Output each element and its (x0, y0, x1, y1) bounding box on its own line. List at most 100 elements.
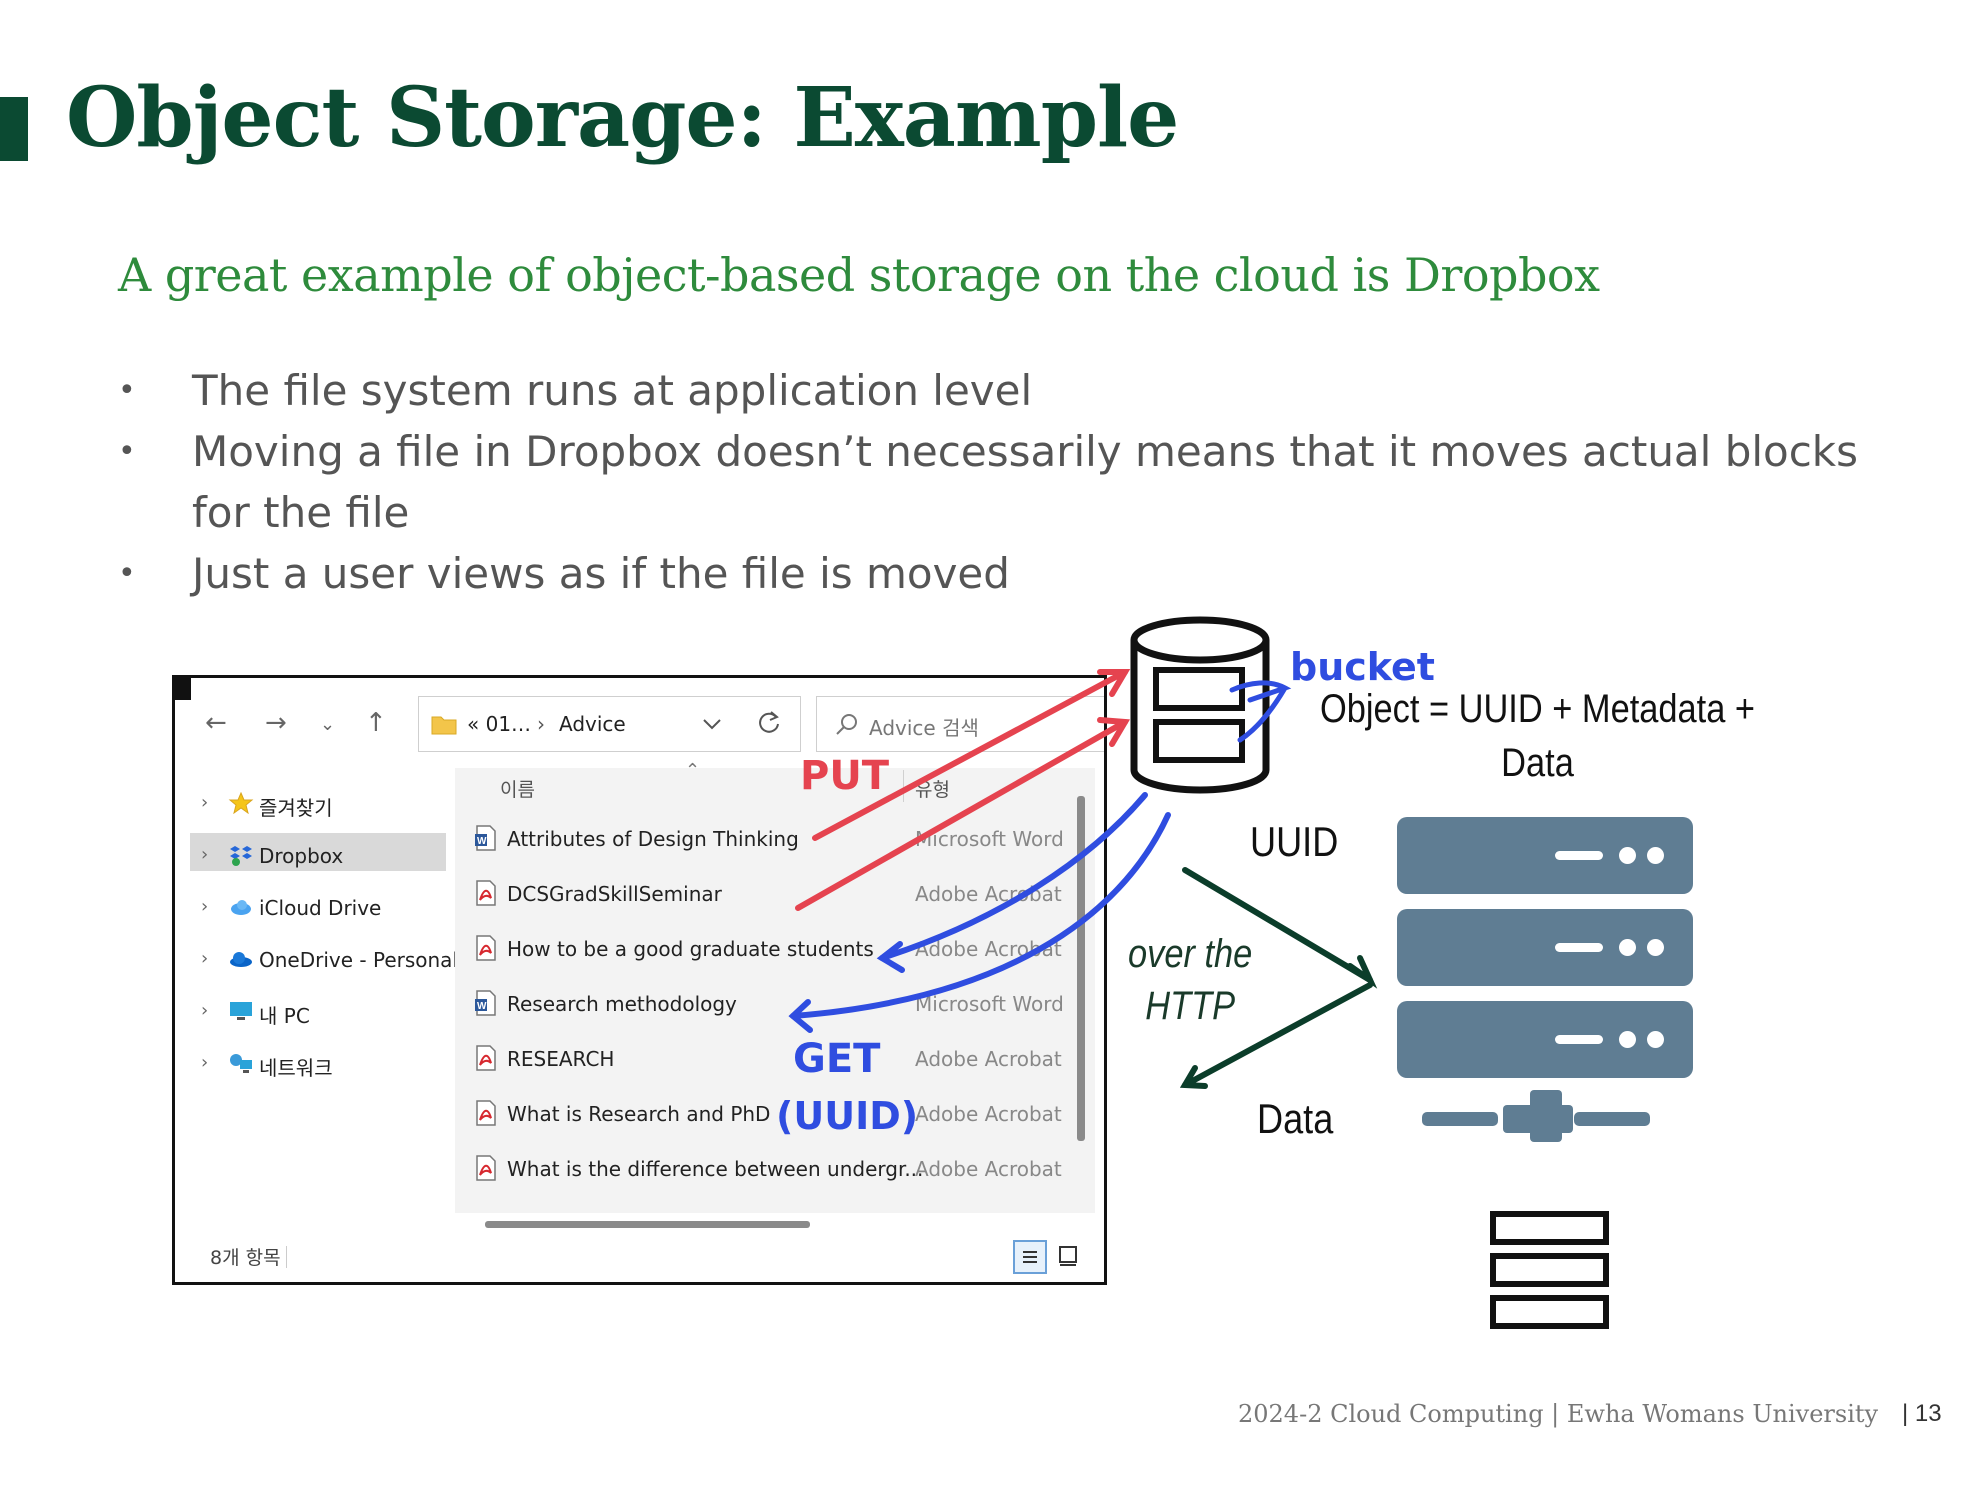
file-type: Microsoft Word (915, 992, 1064, 1016)
object-definition-line2: Data (1501, 741, 1574, 785)
footer-course: 2024-2 Cloud Computing | Ewha Womans Uni… (1238, 1400, 1879, 1428)
bullet-text: Just a user views as if the file is move… (192, 549, 1010, 598)
item-count-status: 8개 항목 (210, 1247, 281, 1269)
icloud-icon (231, 900, 251, 915)
bullet-text: The file system runs at application leve… (192, 366, 1033, 415)
file-row[interactable]: DCSGradSkillSeminar (475, 878, 955, 918)
word-icon: W (475, 990, 496, 1016)
title-accent-bar (0, 97, 28, 161)
path-prefix[interactable]: « 01… (467, 712, 532, 736)
sidebar-selection-highlight (190, 833, 446, 871)
file-type: Microsoft Word (915, 827, 1064, 851)
column-header-type[interactable]: 유형 (915, 779, 950, 801)
get-arrows (788, 792, 1171, 1033)
back-arrow-icon[interactable]: ← (205, 708, 227, 738)
sidebar-item-network[interactable]: › 네트워크 (195, 1046, 495, 1084)
sidebar-item-label: iCloud Drive (259, 896, 382, 920)
sidebar-item-icloud-drive[interactable]: › iCloud Drive (195, 890, 495, 928)
up-arrow-icon[interactable]: ↑ (365, 708, 387, 738)
network-icon (230, 1054, 252, 1073)
file-name: What is Research and PhD (507, 1102, 771, 1126)
window-corner (175, 678, 191, 700)
sidebar-item-favorites[interactable]: › 즐겨찾기 (195, 786, 495, 824)
bullet-text: Moving a file in Dropbox doesn’t necessa… (192, 427, 1859, 537)
pdf-icon (476, 880, 496, 906)
large-icons-view-icon[interactable] (1057, 1244, 1081, 1268)
horizontal-scrollbar[interactable] (485, 1221, 810, 1228)
sidebar-item-label: 즐겨찾기 (259, 796, 333, 820)
bucket-annotation: bucket (1290, 645, 1435, 689)
sidebar-item-label: OneDrive - Personal (259, 948, 458, 972)
path-current[interactable]: Advice (559, 712, 626, 736)
file-name: DCSGradSkillSeminar (507, 882, 722, 906)
slide-subtitle: A great example of object-based storage … (118, 248, 1600, 302)
file-list-pane (455, 768, 1095, 1213)
folder-icon (431, 716, 457, 735)
word-icon: W (475, 825, 496, 851)
file-name: What is the difference between undergr..… (507, 1157, 924, 1181)
search-placeholder: Advice 검색 (869, 716, 979, 740)
sidebar-item-onedrive[interactable]: › OneDrive - Personal (195, 942, 495, 980)
forward-arrow-icon[interactable]: → (265, 708, 287, 738)
page-number: | 13 (1902, 1400, 1942, 1427)
file-row[interactable]: What is the difference between undergr..… (475, 1153, 955, 1193)
pdf-icon (476, 1155, 496, 1181)
uuid-annotation: (UUID) (776, 1094, 919, 1138)
chevron-right-icon[interactable]: › (201, 896, 209, 917)
pc-icon (230, 1002, 252, 1020)
sidebar-item-my-pc[interactable]: › 내 PC (195, 994, 495, 1032)
put-arrows (795, 669, 1131, 911)
search-icon (836, 714, 857, 735)
data-label: Data (1257, 1095, 1334, 1142)
file-name: How to be a good graduate students (507, 937, 874, 961)
http-line1: over the (1128, 932, 1253, 976)
column-header-name[interactable]: 이름 (500, 779, 535, 801)
file-row[interactable]: How to be a good graduate students (475, 933, 955, 973)
sort-up-chevron-icon[interactable]: ⌃ (685, 760, 701, 781)
get-annotation: GET (793, 1036, 881, 1082)
bullet-item: •Moving a file in Dropbox doesn’t necess… (118, 421, 1868, 543)
file-explorer-window: ← → ⌄ ↑ « 01… › Advice Advice 검색 › 즐겨찾기 … (172, 675, 1107, 1285)
sidebar-item-label: 네트워크 (259, 1056, 333, 1080)
sidebar-item-label: Dropbox (259, 844, 344, 868)
recent-chevron-down-icon[interactable]: ⌄ (320, 714, 336, 735)
onedrive-icon (230, 952, 252, 967)
put-annotation: PUT (800, 753, 890, 799)
address-bar[interactable]: « 01… › Advice (418, 696, 801, 752)
bullet-item: •Just a user views as if the file is mov… (118, 543, 1868, 604)
file-row[interactable]: W Research methodology (475, 988, 955, 1028)
file-name: Research methodology (507, 992, 737, 1016)
server-unit (1397, 1001, 1693, 1078)
vertical-scrollbar[interactable] (1077, 796, 1085, 1141)
address-dropdown-chevron-icon[interactable] (702, 717, 722, 731)
http-label: over the HTTP (1128, 928, 1252, 1032)
column-divider[interactable] (903, 770, 904, 802)
chevron-right-icon[interactable]: › (201, 948, 209, 969)
chevron-right-icon[interactable]: › (201, 1052, 209, 1073)
bullet-list: • The file system runs at application lev… (118, 360, 1868, 604)
bucket-bracket-mark (1229, 680, 1292, 743)
refresh-icon[interactable] (754, 709, 782, 737)
search-input[interactable]: Advice 검색 (816, 696, 1104, 752)
bullet-dot: • (118, 373, 136, 408)
sidebar-item-dropbox[interactable]: › Dropbox (195, 838, 495, 876)
svg-text:W: W (477, 1001, 487, 1012)
file-type: Adobe Acrobat (915, 1102, 1062, 1126)
server-network-base (1422, 1090, 1650, 1142)
file-row[interactable]: What is Research and PhD (475, 1098, 955, 1138)
uuid-label: UUID (1250, 818, 1339, 865)
file-row[interactable]: RESEARCH (475, 1043, 955, 1083)
chevron-right-icon[interactable]: › (201, 1000, 209, 1021)
object-definition-line1: Object = UUID + Metadata + (1320, 687, 1755, 731)
details-view-icon[interactable] (1013, 1240, 1047, 1274)
dropbox-icon (230, 846, 252, 866)
file-name: RESEARCH (507, 1047, 615, 1071)
bucket-cylinder-icon (1130, 616, 1270, 794)
pdf-icon (476, 1100, 496, 1126)
chevron-right-icon[interactable]: › (201, 792, 209, 813)
file-type: Adobe Acrobat (915, 1157, 1062, 1181)
chevron-right-icon[interactable]: › (201, 844, 209, 865)
slide-title: Object Storage: Example (66, 70, 1179, 166)
